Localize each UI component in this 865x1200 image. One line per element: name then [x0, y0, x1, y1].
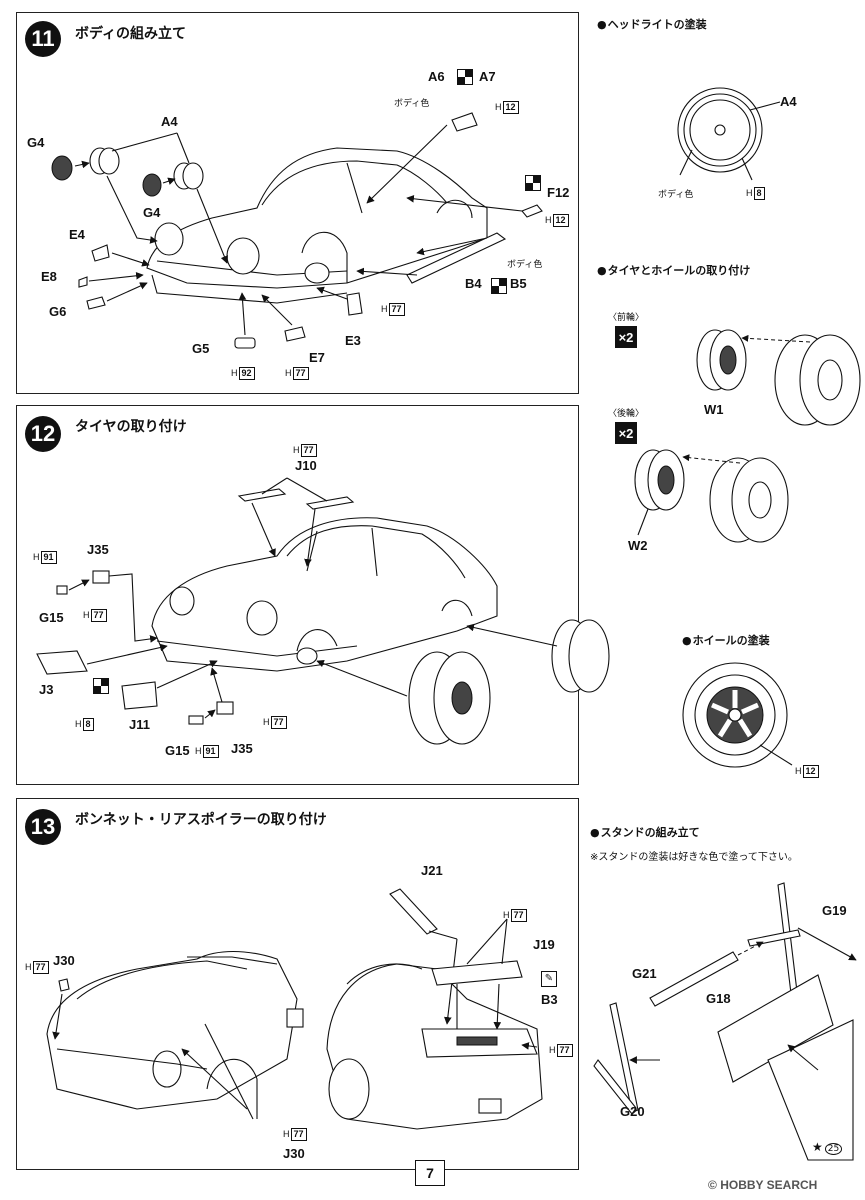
part-label-g15-top: G15	[39, 610, 64, 625]
front-wheel-label: 〈前輪〉	[608, 313, 645, 323]
rear-wheel-illustration	[634, 449, 789, 543]
step-12-panel: 12 タイヤの取り付け	[16, 405, 610, 785]
part-label-f12: F12	[547, 185, 570, 200]
stand-illustration	[593, 882, 857, 1161]
front-wheel-illustration	[696, 329, 861, 426]
two-tone-paint-icon	[93, 678, 109, 694]
part-label-j3: J3	[39, 682, 54, 697]
step-13-illustration	[46, 888, 543, 1130]
part-label-w1: W1	[704, 402, 724, 417]
part-label-e8: E8	[41, 269, 57, 284]
part-label-j30-top: J30	[53, 953, 75, 968]
stand-part-label-g20: G20	[620, 1104, 645, 1119]
part-label-e4: E4	[69, 227, 85, 242]
headlight-paint-title: ヘッドライトの塗装	[597, 16, 707, 32]
body-color-note: ボディ色	[507, 260, 543, 270]
part-label-b3: B3	[541, 992, 558, 1007]
step-13-number: 13	[25, 809, 61, 845]
part-label-j19: J19	[533, 937, 555, 952]
part-label-e3: E3	[345, 333, 361, 348]
part-label-a7: A7	[479, 69, 496, 84]
stand-title: スタンドの組み立て	[590, 824, 700, 840]
step-11-panel: 11 ボディの組み立て	[16, 12, 579, 394]
front-qty-badge: ×2	[615, 326, 637, 348]
body-color-note: ボディ色	[394, 99, 430, 109]
step-12-illustration	[36, 477, 610, 745]
step-11-title: ボディの組み立て	[75, 26, 187, 42]
wheel-paint-title: ホイールの塗装	[682, 632, 770, 648]
part-label-a6: A6	[428, 69, 445, 84]
part-label-b4: B4	[465, 276, 482, 291]
part-label-g4-right: G4	[143, 205, 161, 220]
part-label-w2: W2	[628, 538, 648, 553]
stand-part-label-g19: G19	[822, 903, 847, 918]
star-decal-icon: ★25	[812, 1140, 843, 1155]
two-tone-paint-icon	[457, 69, 473, 85]
headlight-paint-illustration	[677, 87, 781, 181]
stand-part-label-g18: G18	[706, 991, 731, 1006]
stand-part-label-g21: G21	[632, 966, 657, 981]
part-label-j11: J11	[129, 717, 150, 732]
part-label-g5: G5	[192, 341, 210, 356]
part-label-j35-top: J35	[87, 542, 109, 557]
rear-wheel-label: 〈後輪〉	[608, 409, 645, 419]
headlight-body-color-note: ボディ色	[658, 190, 694, 200]
part-label-g4-left: G4	[27, 135, 45, 150]
stand-paint-note: ※スタンドの塗装は好きな色で塗って下さい。	[590, 852, 798, 863]
glue-icon: ✎	[541, 971, 557, 987]
step-12-number: 12	[25, 416, 61, 452]
step-13-title: ボンネット・リアスポイラーの取り付け	[75, 812, 327, 828]
two-tone-paint-icon	[525, 175, 541, 191]
part-label-j35-bottom: J35	[231, 741, 253, 756]
part-label-j30-bottom: J30	[283, 1146, 305, 1161]
page-number: 7	[415, 1160, 445, 1186]
two-tone-paint-icon	[491, 278, 507, 294]
step-11-illustration	[51, 112, 543, 349]
part-label-b5: B5	[510, 276, 527, 291]
headlight-part-label-a4: A4	[780, 94, 797, 109]
part-label-g15-bottom: G15	[165, 743, 190, 758]
wheel-paint-illustration	[682, 662, 793, 768]
part-label-j10: J10	[295, 458, 317, 473]
part-label-j21: J21	[421, 863, 443, 878]
part-label-g6: G6	[49, 304, 67, 319]
step-11-number: 11	[25, 21, 61, 57]
rear-qty-badge: ×2	[615, 422, 637, 444]
part-label-e7: E7	[309, 350, 325, 365]
watermark: © HOBBY SEARCH	[708, 1178, 818, 1192]
part-label-a4: A4	[161, 114, 178, 129]
tire-wheel-title: タイヤとホイールの取り付け	[597, 262, 751, 278]
step-12-title: タイヤの取り付け	[75, 419, 187, 435]
